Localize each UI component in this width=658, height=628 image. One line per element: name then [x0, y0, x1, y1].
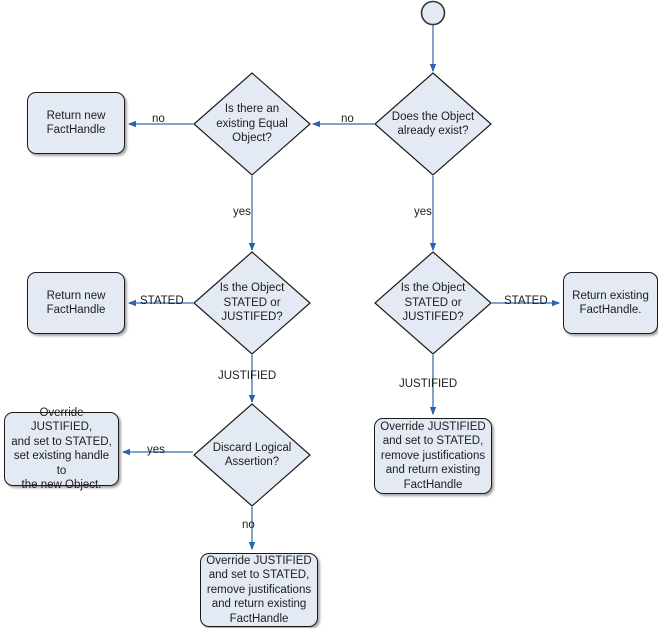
decision-existing-equal-object[interactable] [193, 72, 311, 176]
edge-label-stated-right: STATED [504, 295, 548, 307]
process-label: Return new FactHandle [46, 289, 106, 317]
process-return-new-facthandle-mid[interactable]: Return new FactHandle [27, 272, 125, 334]
decision-stated-or-justified-left[interactable] [193, 251, 311, 355]
decision-discard-logical-assertion[interactable] [193, 403, 311, 507]
decision-does-object-exist[interactable] [374, 72, 492, 176]
edge-label-justified-right: JUSTIFIED [399, 378, 458, 390]
edge-label-yes-equal-down: yes [233, 206, 251, 218]
process-label: Override JUSTIFIED and set to STATED, re… [380, 420, 486, 491]
decision-text: Is the Object STATED or JUSTIFED? [400, 282, 466, 324]
decision-label-existing-equal-object: Is there an existing Equal Object? [194, 90, 310, 158]
process-override-remove-justifications-bottom[interactable]: Override JUSTIFIED and set to STATED, re… [200, 553, 318, 627]
decision-stated-or-justified-right[interactable] [374, 251, 492, 355]
process-return-existing-facthandle[interactable]: Return existing FactHandle. [563, 272, 658, 334]
decision-label-stated-or-justified-right: Is the Object STATED or JUSTIFED? [375, 269, 491, 337]
decision-text: Is there an existing Equal Object? [216, 103, 288, 145]
process-override-set-existing-handle[interactable]: Override JUSTIFIED, and set to STATED, s… [4, 407, 119, 491]
decision-text: Discard Logical Assertion? [212, 441, 292, 469]
edge-label-yes-discard: yes [147, 444, 165, 456]
process-label: Return existing FactHandle. [572, 289, 649, 317]
decision-text: Is the Object STATED or JUSTIFED? [219, 282, 285, 324]
start-node[interactable] [420, 0, 446, 26]
decision-label-does-object-exist: Does the Object already exist? [375, 93, 491, 155]
process-label: Override JUSTIFIED and set to STATED, re… [206, 554, 312, 625]
edge-label-no-equal-to-return: no [152, 113, 165, 125]
edge-label-yes-exist-down: yes [414, 206, 432, 218]
decision-label-discard-logical-assertion: Discard Logical Assertion? [194, 427, 310, 483]
process-override-remove-justifications-right[interactable]: Override JUSTIFIED and set to STATED, re… [374, 418, 492, 494]
process-label: Return new FactHandle [46, 109, 106, 137]
edge-label-justified-left: JUSTIFIED [218, 370, 277, 382]
edge-label-stated-left: STATED [140, 295, 184, 307]
process-label: Override JUSTIFIED, and set to STATED, s… [11, 406, 112, 492]
process-return-new-facthandle-top[interactable]: Return new FactHandle [27, 92, 125, 154]
decision-label-stated-or-justified-left: Is the Object STATED or JUSTIFED? [194, 269, 310, 337]
edge-label-no-discard: no [242, 519, 255, 531]
edge-label-no-exist-to-equal: no [341, 113, 354, 125]
decision-text: Does the Object already exist? [391, 110, 475, 138]
